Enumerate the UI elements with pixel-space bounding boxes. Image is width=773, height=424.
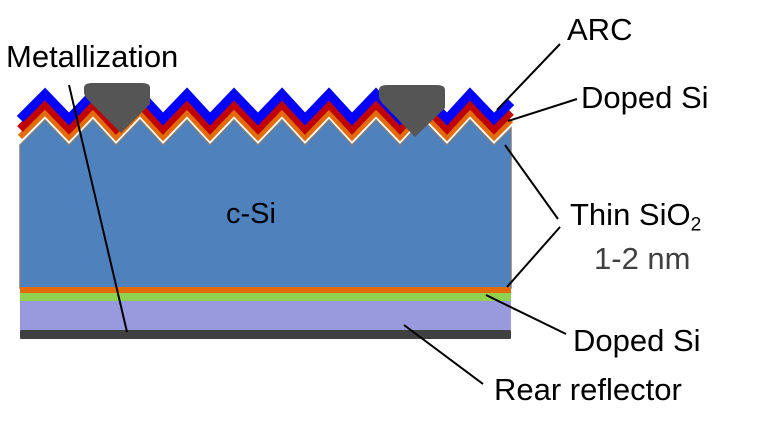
label-arc: ARC — [567, 12, 633, 47]
leader-doped-si-top — [507, 98, 578, 122]
rear-passivation-layer — [20, 301, 511, 330]
label-thin-sio2-text: Thin SiO — [570, 197, 691, 232]
label-thin-sio2-subscript: 2 — [690, 214, 702, 236]
label-thickness: 1-2 nm — [594, 241, 691, 276]
rear-reflector-layer — [20, 330, 511, 339]
label-doped-si-top: Doped Si — [581, 80, 709, 115]
leader-rear-reflector — [403, 324, 484, 385]
leader-thin-sio2-bottom — [506, 226, 561, 288]
label-metallization: Metallization — [6, 39, 179, 74]
label-csi: c-Si — [226, 198, 276, 230]
leader-thin-sio2-top — [504, 144, 559, 220]
leader-metallization — [68, 84, 128, 333]
leader-arc — [496, 43, 561, 111]
label-doped-si-bottom: Doped Si — [573, 323, 701, 358]
front-contact-right — [379, 85, 445, 137]
rear-doped-si-layer — [20, 293, 511, 301]
csi-bulk-layer — [19, 118, 512, 289]
rear-thin-sio2-layer — [20, 287, 511, 293]
leader-doped-si-bottom — [485, 294, 567, 335]
leader-lines — [68, 43, 578, 385]
label-thin-sio2: Thin SiO2 — [570, 199, 701, 235]
label-rear-reflector: Rear reflector — [494, 372, 682, 407]
front-contact-left — [84, 83, 150, 133]
top-thin-sio2-layer — [17, 107, 514, 142]
